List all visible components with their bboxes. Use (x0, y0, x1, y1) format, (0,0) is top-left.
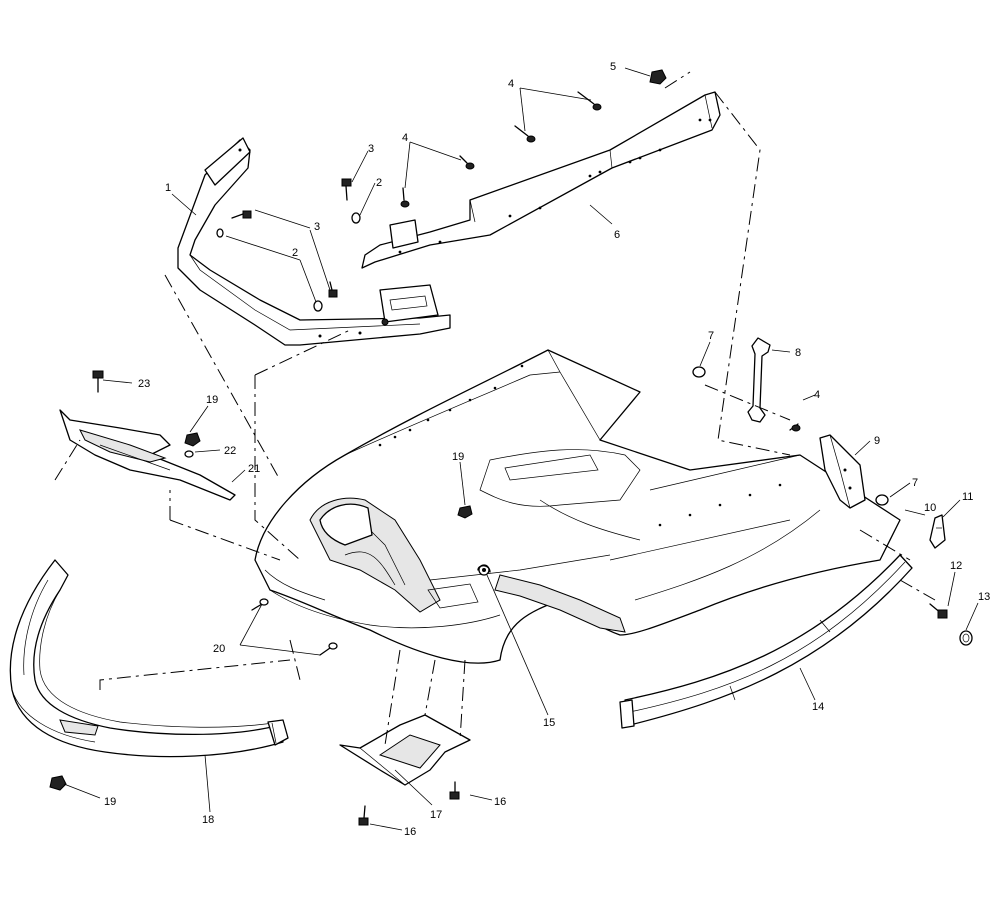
callout-3: 3 (314, 221, 320, 233)
assembly-lines (54, 71, 936, 746)
callout-3: 3 (368, 143, 374, 155)
part-9-bracket (819, 434, 866, 509)
part-6-upper-crossmember (361, 91, 721, 269)
washer-2b (313, 300, 323, 312)
nut-19b (457, 505, 473, 519)
leader-lines (63, 67, 979, 831)
nut-5 (649, 69, 667, 85)
nut-19c (49, 775, 67, 791)
callout-2: 2 (292, 247, 298, 259)
washer-22 (184, 450, 194, 458)
callout-15: 15 (543, 717, 555, 729)
grommet-7b (875, 494, 889, 506)
callout-4: 4 (402, 132, 408, 144)
callout-23: 23 (138, 378, 150, 390)
callout-5: 5 (610, 61, 616, 73)
callout-18: 18 (202, 814, 214, 826)
callout-13: 13 (978, 591, 990, 603)
part-14-right-rail (619, 554, 913, 729)
washer-2a (351, 212, 361, 224)
part-18-left-rail (9, 559, 289, 758)
callout-22: 22 (224, 445, 236, 457)
bolts-16 (358, 781, 460, 826)
part-17-center-bracket (339, 714, 471, 786)
callout-19: 19 (206, 394, 218, 406)
callout-12: 12 (950, 560, 962, 572)
hood-rivet-holes (378, 364, 782, 527)
hardware-fasteners (49, 69, 948, 826)
callout-21: 21 (248, 463, 260, 475)
grommet-7a (692, 366, 706, 378)
main-body-assembly (254, 349, 901, 664)
part-8-strut (747, 337, 771, 423)
bolt-12 (929, 603, 948, 619)
bolt-3a (341, 178, 352, 201)
part-21-skid-plate (59, 409, 236, 501)
callout-14: 14 (812, 701, 824, 713)
bolt-1 (231, 210, 252, 219)
callout-19: 19 (452, 451, 464, 463)
rivets-4 (400, 91, 801, 432)
callout-17: 17 (430, 809, 442, 821)
part-13-ring (959, 630, 973, 646)
part-1-left-bracket (177, 137, 451, 346)
callout-7: 7 (708, 330, 714, 342)
callout-16: 16 (494, 796, 506, 808)
nut-19a (184, 432, 201, 447)
callout-16: 16 (404, 826, 416, 838)
bolt-3b (328, 281, 338, 298)
callout-8: 8 (795, 347, 801, 359)
callout-19: 19 (104, 796, 116, 808)
callout-7: 7 (912, 477, 918, 489)
callout-labels: 1 2 2 3 3 4 4 4 5 6 7 7 8 9 10 11 12 13 … (104, 61, 990, 838)
callout-11: 11 (962, 491, 973, 503)
part-11-clip (929, 514, 946, 549)
callout-9: 9 (874, 435, 880, 447)
bolt-23 (92, 370, 104, 393)
callout-10: 10 (924, 502, 936, 514)
hook-15 (477, 565, 491, 573)
callout-2: 2 (376, 177, 382, 189)
rivets-20 (251, 598, 338, 656)
callout-6: 6 (614, 229, 620, 241)
callout-4: 4 (508, 78, 514, 90)
callout-1: 1 (165, 182, 171, 194)
callout-20: 20 (213, 643, 225, 655)
callout-4: 4 (814, 389, 820, 401)
crossmember-holes (398, 118, 712, 254)
